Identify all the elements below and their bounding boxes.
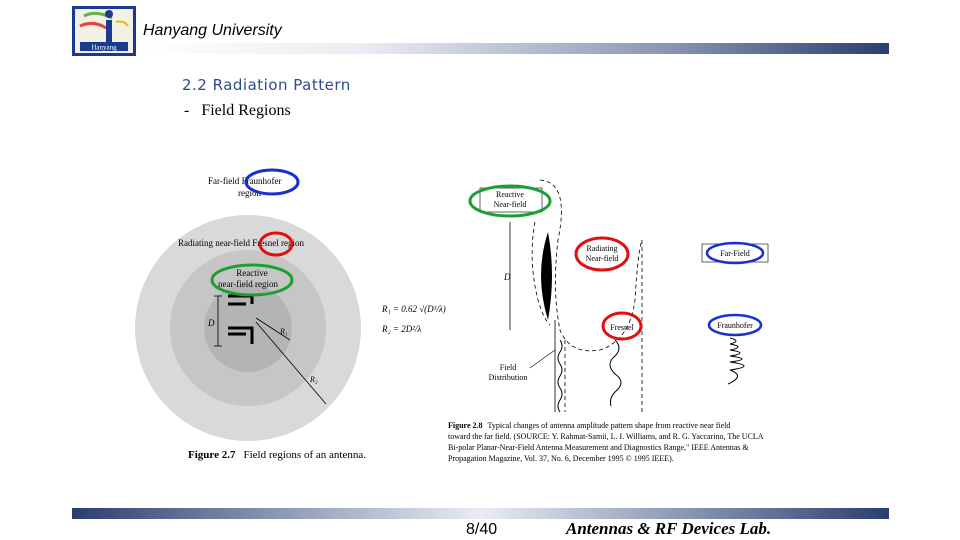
university-name: Hanyang University [143, 22, 282, 39]
far-field-highlight-28 [705, 241, 765, 265]
fresnel-label-28: Fresnel [610, 323, 634, 332]
svg-text:Bi-polar Planar-Near-Field Ant: Bi-polar Planar-Near-Field Antenna Measu… [448, 443, 749, 452]
bullet-text: Field Regions [201, 102, 291, 119]
figure-2-7: D R₁ R₂ Far-field Fraunhofer region Radi… [135, 168, 446, 461]
fraunhofer-highlight-28 [707, 313, 763, 337]
d-label: D [207, 318, 215, 328]
reactive-boundary [531, 221, 551, 326]
field-distribution-label-1: Field [500, 363, 516, 372]
reactive-label-2: near-field region [218, 279, 279, 289]
fresnel-highlight [258, 231, 294, 257]
radiating-nf-label-1: Radiating [586, 244, 617, 253]
lab-name: Antennas & RF Devices Lab. [566, 519, 772, 538]
university-logo: Hanyang [72, 6, 136, 56]
r1-formula: R₁ = 0.62 √(D³/λ) [381, 304, 446, 314]
fresnel-pattern [609, 339, 622, 407]
fraunhofer-pattern [727, 337, 745, 385]
r2-formula: R₂ = 2D²/λ [381, 324, 421, 334]
reactive-nf-label-2: Near-field [494, 200, 527, 209]
fraunhofer-label-28: Fraunhofer [717, 321, 753, 330]
reactive-pattern [557, 339, 563, 413]
antenna-dish [541, 232, 552, 320]
fresnel-highlight-28 [601, 311, 643, 341]
svg-text:Propagation Magazine, Vol. 37,: Propagation Magazine, Vol. 37, No. 6, De… [448, 454, 674, 463]
figure-2-8: D Reactive Near-field Radiating Near-fie… [448, 179, 769, 463]
radiating-nf-label-2: Near-field [586, 254, 619, 263]
r2-arrow [255, 321, 327, 405]
header-bar [142, 43, 889, 54]
far-field-label: Far-field Fraunhofer [208, 176, 282, 186]
bullet-marker: - [184, 102, 190, 119]
reactive-label-1: Reactive [236, 268, 267, 278]
page-number: 8/40 [466, 521, 498, 538]
svg-text:toward the far field. (SOURCE:: toward the far field. (SOURCE: Y. Rahmat… [448, 432, 764, 441]
reactive-nf-label-1: Reactive [496, 190, 524, 199]
figures: D R₁ R₂ Far-field Fraunhofer region Radi… [135, 168, 769, 463]
radiating-highlight-28 [574, 236, 630, 272]
r1-label: R₁ [279, 327, 288, 336]
reactive-highlight-28 [468, 184, 552, 218]
far-field-label-region: region [238, 188, 261, 198]
antenna-lower [228, 326, 254, 344]
r1-arrow [255, 317, 291, 341]
far-field-label-28: Far-Field [720, 249, 750, 258]
r2-label: R₂ [309, 375, 318, 384]
radiating-label: Radiating near-field Fresnel region [178, 238, 305, 248]
bullet-item: -Field Regions [184, 102, 291, 120]
slide-title: 2.2 Radiation Pattern [182, 76, 351, 94]
reactive-highlight [210, 263, 294, 297]
field-distribution-label-2: Distribution [489, 373, 528, 382]
d-label-28: D [503, 272, 511, 282]
logo-text: Hanyang [91, 44, 117, 52]
footer-bar [72, 508, 889, 519]
near-field-boundary [539, 179, 643, 352]
fraunhofer-highlight [244, 168, 300, 196]
